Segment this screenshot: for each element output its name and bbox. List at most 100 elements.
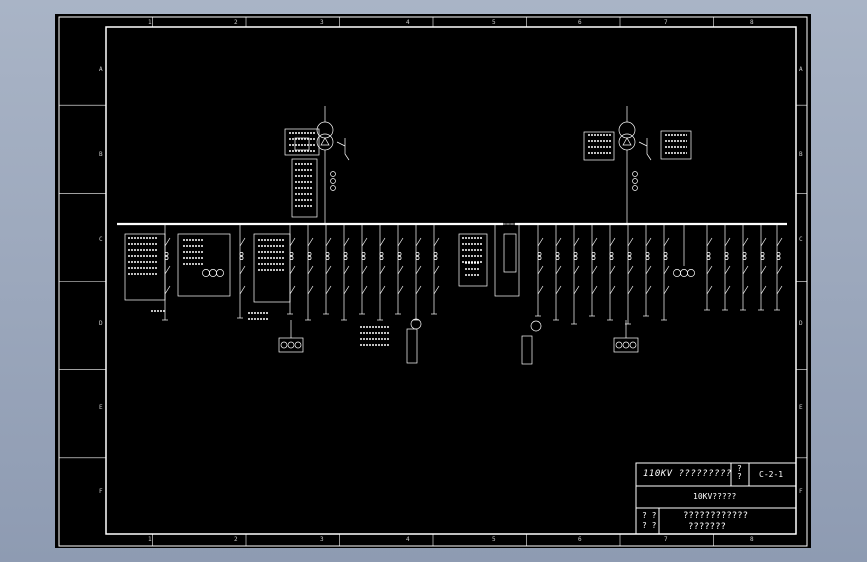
feeder-b-7-ct-a (663, 252, 668, 256)
feeder-b-0-breaker (537, 265, 544, 275)
capacitor-set-2-frame (613, 337, 639, 353)
feeder-c-2-breaker (742, 265, 749, 275)
arc-coil-1-head (410, 318, 422, 330)
feeder-a-2-switch-bottom (325, 285, 332, 295)
row-label-A: A (99, 66, 103, 73)
feeder-c-1-breaker (724, 265, 731, 275)
feeder-left-0-ct-b (239, 256, 244, 260)
row-label-A-right: A (799, 66, 803, 73)
feeder-a-6-ct-b (397, 256, 402, 260)
row-label-D-right: D (799, 320, 803, 327)
feeder-c-0-ct-a (706, 252, 711, 256)
transformer-2-ct-1 (632, 178, 638, 184)
feeder-b-3-switch-top (591, 237, 598, 247)
feeder-c-4-ct-b (776, 256, 781, 260)
feeder-a-0-breaker (289, 265, 296, 275)
feeder-a-3-ct-b (343, 256, 348, 260)
feeder-a-4-switch-bottom (361, 285, 368, 295)
feeder-c-2-ct-a (742, 252, 747, 256)
feeder-a-0-ct-a (289, 252, 294, 256)
feeder-a-3-ct-a (343, 252, 348, 256)
feeder-b-0-ct-a (537, 252, 542, 256)
pt2-winding-2 (687, 269, 695, 277)
transformer-2-earth-switch (638, 138, 652, 161)
feeder-a-2-ct-a (325, 252, 330, 256)
col-label-8-bottom: 8 (750, 536, 754, 543)
feeder-c-4-switch-bottom (776, 285, 783, 295)
row-label-B-right: B (799, 151, 803, 158)
feeder-a-1-switch-bottom (307, 285, 314, 295)
feeder-c-2-switch-bottom (742, 285, 749, 295)
feeder-a-8-ct-b (433, 256, 438, 260)
feeder-a-7-breaker (415, 265, 422, 275)
feeder-a-0-switch-bottom (289, 285, 296, 295)
feeder-left-1-switch-bottom (164, 285, 171, 295)
feeder-a-4-ct-b (361, 256, 366, 260)
feeder-b-4-ct-a (609, 252, 614, 256)
feeder-a-3-breaker (343, 265, 350, 275)
feeder-b-2-switch-bottom (573, 285, 580, 295)
feeder-a-6-breaker (397, 265, 404, 275)
feeder-a-5-breaker (379, 265, 386, 275)
title-block-drawing-name: 10KV????? (693, 492, 737, 501)
feeder-a-2-breaker (325, 265, 332, 275)
feeder-a-5-switch-bottom (379, 285, 386, 295)
transformer-2-delta (622, 137, 632, 146)
feeder-b-6-breaker (645, 265, 652, 275)
row-label-F-right: F (799, 488, 803, 495)
feeder-c-1-switch-bottom (724, 285, 731, 295)
feeder-b-0-switch-top (537, 237, 544, 247)
pt-panel-1 (124, 233, 166, 301)
feeder-c-1-ct-b (724, 256, 729, 260)
pt-panel-4 (458, 233, 488, 287)
transformer-1-delta (320, 137, 330, 146)
title-block-signature: ? ? ? ? (642, 511, 657, 530)
feeder-a-0-ct-b (289, 256, 294, 260)
feeder-left-1-ct-b (164, 256, 169, 260)
feeder-a-2-switch-top (325, 237, 332, 247)
feeder-b-0-switch-bottom (537, 285, 544, 295)
capacitor-set-1-unit-1 (287, 341, 295, 349)
feeder-a-7-switch-bottom (415, 285, 422, 295)
transformer-2-winding-hv (618, 121, 636, 139)
feeder-b-2-ct-b (573, 256, 578, 260)
title-block-code: C-2-1 (759, 470, 784, 479)
outer-border (58, 16, 808, 547)
row-label-E-right: E (799, 404, 803, 411)
feeder-b-3-ct-b (591, 256, 596, 260)
feeder-left-0-ct-a (239, 252, 244, 256)
feeder-c-4-switch-top (776, 237, 783, 247)
feeder-a-6-switch-bottom (397, 285, 404, 295)
col-label-7: 7 (664, 19, 668, 26)
tx2-info-box (583, 131, 615, 161)
row-label-D: D (99, 320, 103, 327)
feeder-a-8-switch-top (433, 237, 440, 247)
title-block-description-1: ???????????? (683, 511, 749, 521)
pt-panel-3 (253, 233, 291, 303)
bus-tie-label-box (503, 233, 517, 273)
feeder-b-2-ct-a (573, 252, 578, 256)
feeder-a-8-breaker (433, 265, 440, 275)
feeder-left-1-ct-a (164, 252, 169, 256)
feeder-c-4-breaker (776, 265, 783, 275)
feeder-a-4-ct-a (361, 252, 366, 256)
title-block-frame (635, 462, 797, 535)
transformer-1-winding-lv (316, 133, 334, 151)
feeder-b-1-breaker (555, 265, 562, 275)
feeder-c-3-ct-a (760, 252, 765, 256)
row-label-C: C (99, 236, 103, 243)
capacitor-set-2-unit-2 (629, 341, 637, 349)
feeder-b-7-switch-top (663, 237, 670, 247)
feeder-c-3-ct-b (760, 256, 765, 260)
feeder-c-0-breaker (706, 265, 713, 275)
feeder-b-1-switch-bottom (555, 285, 562, 295)
feeder-b-7-switch-bottom (663, 285, 670, 295)
transformer-2-ct-0 (632, 171, 638, 177)
col-label-1: 1 (148, 19, 152, 26)
feeder-c-0-ct-b (706, 256, 711, 260)
transformer-1-ct-0 (330, 171, 336, 177)
col-label-5: 5 (492, 19, 496, 26)
feeder-c-1-switch-top (724, 237, 731, 247)
bus-tie-cubicle (494, 223, 520, 297)
feeder-c-4-ct-a (776, 252, 781, 256)
